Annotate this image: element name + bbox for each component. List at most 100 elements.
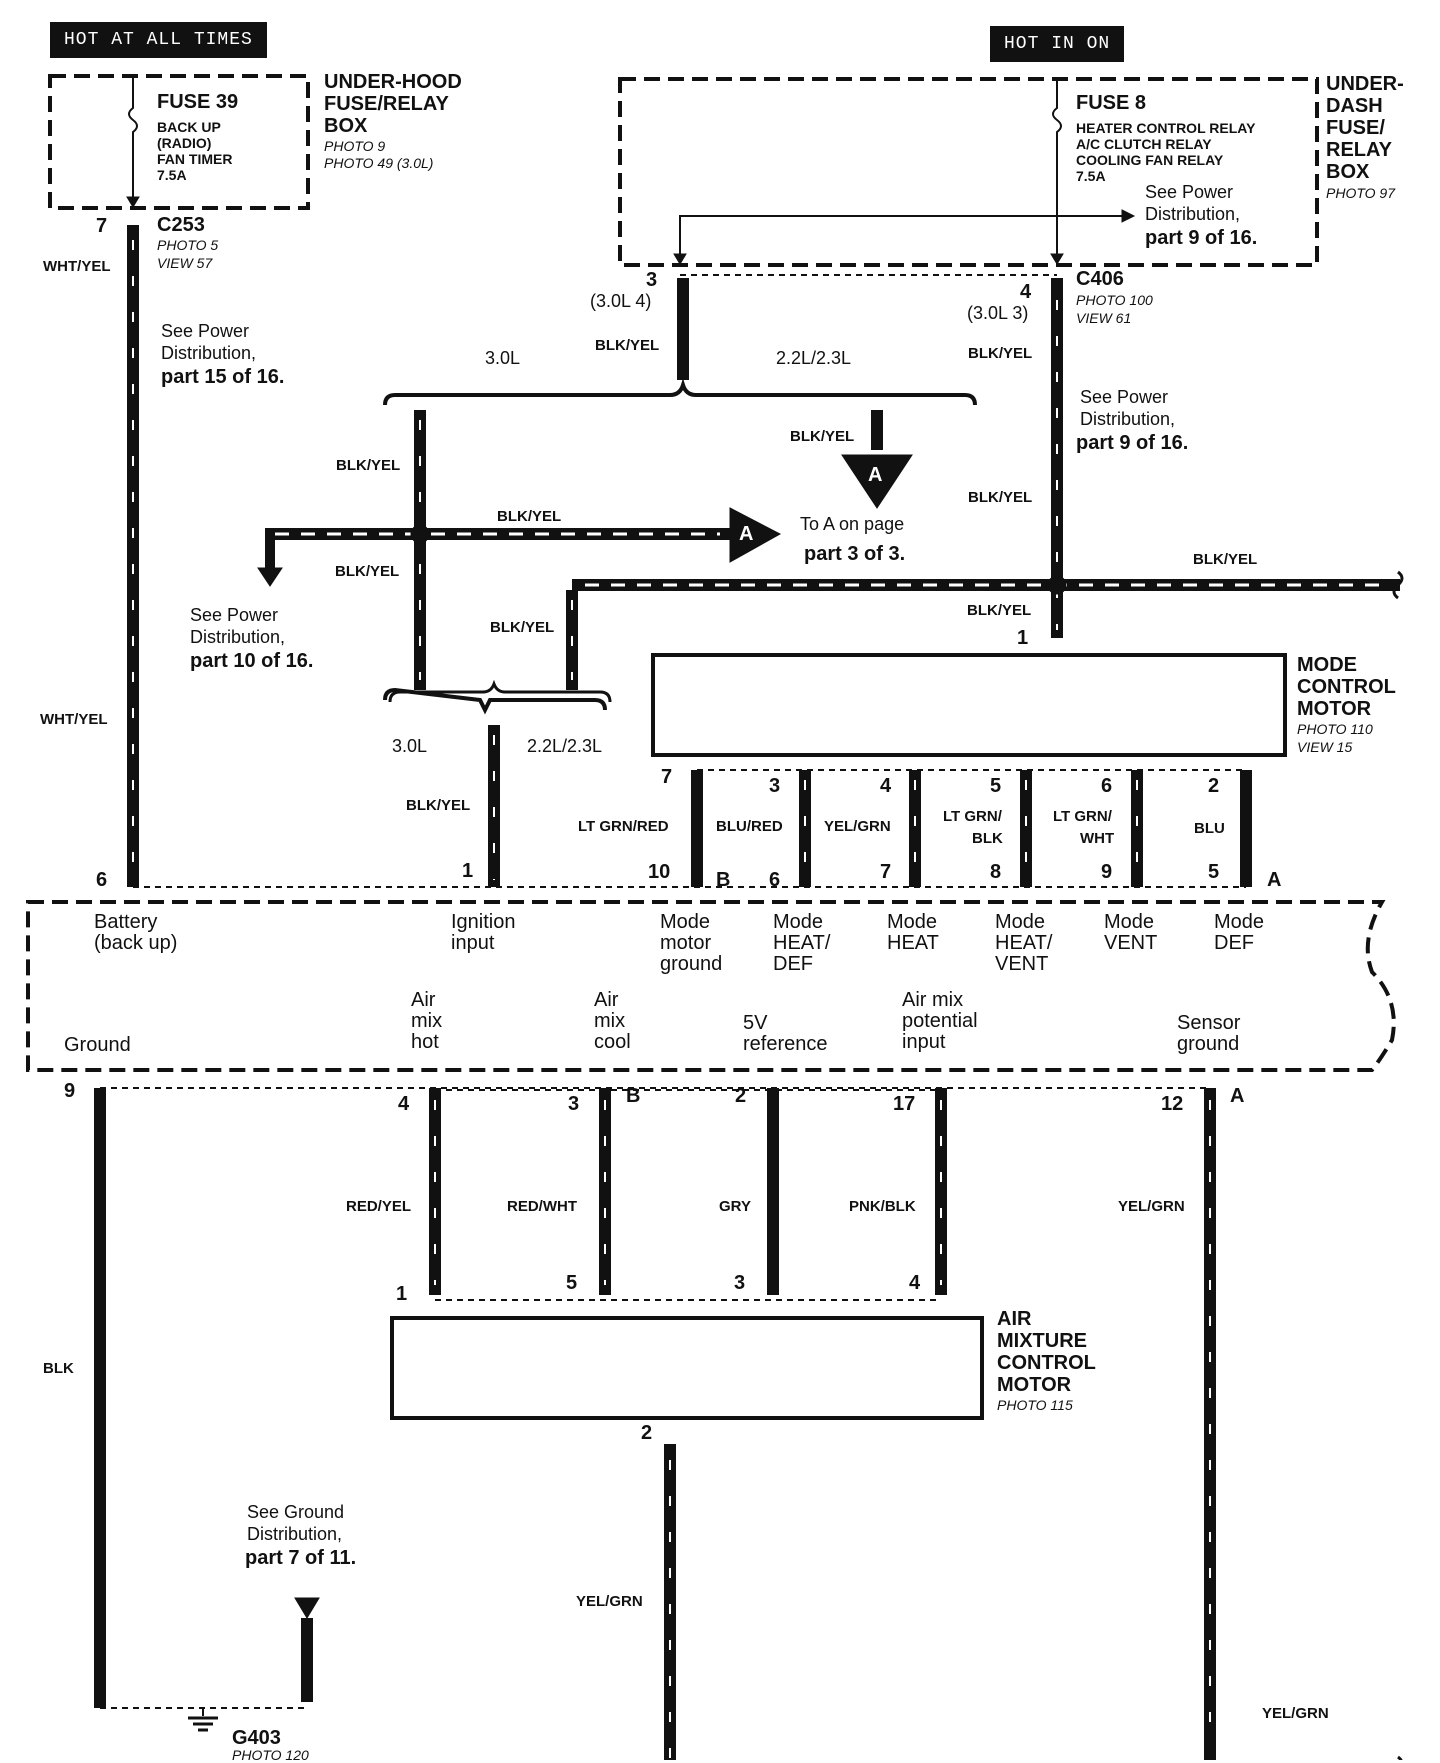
wire-label-pnk-blk: PNK/BLK xyxy=(849,1198,916,1215)
under-dash-line-2: DASH xyxy=(1326,95,1383,117)
air-pin-2: 2 xyxy=(641,1422,653,1444)
under-dash-line-4: RELAY xyxy=(1326,139,1392,161)
unit-pin-12: 12 xyxy=(1161,1093,1184,1115)
wire-label-blk-yel-9: BLK/YEL xyxy=(490,619,555,636)
air-motor-line-2: MIXTURE xyxy=(997,1330,1087,1352)
mode-motor-line-3: MOTOR xyxy=(1297,698,1372,720)
pd10-l3: part 10 of 16. xyxy=(190,650,314,672)
unit-pin-2-5v: 2 xyxy=(735,1085,747,1107)
pd10-l2: Distribution, xyxy=(190,627,286,647)
unit-pin-9-ground: 9 xyxy=(64,1080,76,1102)
air-mixture-motor-box xyxy=(390,1316,984,1420)
wire-label-blk-yel-5: BLK/YEL xyxy=(968,489,1033,506)
air-motor-photo: PHOTO 115 xyxy=(997,1397,1073,1413)
pd9-top-l2: Distribution, xyxy=(1145,204,1241,224)
under-hood-line-1: UNDER-HOOD xyxy=(324,71,462,93)
mode-motor-photo: PHOTO 110 xyxy=(1297,721,1373,737)
wire-label-yel-grn-mode: YEL/GRN xyxy=(824,818,891,835)
unit-conn-a-top: A xyxy=(1267,869,1282,891)
unit-pin-9: 9 xyxy=(1101,861,1113,883)
c253-pin: 7 xyxy=(96,215,108,237)
under-hood-photo-1: PHOTO 9 xyxy=(324,138,386,154)
pd10-l1: See Power xyxy=(190,605,279,625)
wire-label-blu: BLU xyxy=(1194,820,1225,837)
connector-a-label-2: A xyxy=(739,523,754,545)
left-conn-pin: 3 xyxy=(646,269,658,291)
to-a-l1: To A on page xyxy=(800,514,905,534)
wire-label-blk-yel-3: BLK/YEL xyxy=(790,428,855,445)
wire-label-wht-yel-mid: WHT/YEL xyxy=(40,711,108,728)
hot-at-all-times-badge: HOT AT ALL TIMES xyxy=(50,22,267,58)
air-pin-4: 4 xyxy=(909,1272,921,1294)
under-dash-line-1: UNDER- xyxy=(1326,73,1404,95)
pd9-top-l1: See Power xyxy=(1145,182,1234,202)
under-dash-line-5: BOX xyxy=(1326,161,1370,183)
wire-label-lt-grn-wht-2: WHT xyxy=(1080,830,1115,847)
unit-pin-6: 6 xyxy=(769,869,781,891)
mode-motor-line-2: CONTROL xyxy=(1297,676,1396,698)
c406-photo: PHOTO 100 xyxy=(1076,292,1153,308)
mode-motor-line-1: MODE xyxy=(1297,654,1357,676)
wire-label-blk-yel-8: BLK/YEL xyxy=(335,563,400,580)
variant-22-bottom: 2.2L/2.3L xyxy=(527,736,603,756)
unit-label-battery: Battery(back up) xyxy=(94,911,178,954)
under-dash-fuse-box xyxy=(618,77,1319,267)
mode-pin-6: 6 xyxy=(1101,775,1113,797)
fuse39-line-4: 7.5A xyxy=(157,167,187,183)
mode-motor-pin-1: 1 xyxy=(1017,627,1029,649)
c253-name: C253 xyxy=(157,214,205,236)
mode-pin-2: 2 xyxy=(1208,775,1220,797)
to-a-l2: part 3 of 3. xyxy=(804,543,906,565)
fuse8-line-4: 7.5A xyxy=(1076,168,1106,184)
pd15-l3: part 15 of 16. xyxy=(161,366,285,388)
unit-pin-5: 5 xyxy=(1208,861,1220,883)
air-motor-line-1: AIR xyxy=(997,1308,1032,1330)
left-conn-alt: (3.0L 4) xyxy=(590,291,652,311)
unit-pin-10: 10 xyxy=(648,861,671,883)
unit-conn-b-top: B xyxy=(716,869,731,891)
wire-label-yel-grn-sensor: YEL/GRN xyxy=(1118,1198,1185,1215)
fuse39-title: FUSE 39 xyxy=(157,91,239,113)
c253-view: VIEW 57 xyxy=(157,255,213,271)
fuse8-line-2: A/C CLUTCH RELAY xyxy=(1076,136,1212,152)
mode-motor-view: VIEW 15 xyxy=(1297,739,1353,755)
g403-name: G403 xyxy=(232,1727,281,1749)
c253-photo: PHOTO 5 xyxy=(157,237,219,253)
wire-label-blk-yel-1: BLK/YEL xyxy=(595,337,660,354)
unit-conn-b-bottom: B xyxy=(626,1085,641,1107)
wire-label-blk-yel-10: BLK/YEL xyxy=(967,602,1032,619)
pd15-l2: Distribution, xyxy=(161,343,257,363)
variant-30-top: 3.0L xyxy=(485,348,521,368)
pd9-top-l3: part 9 of 16. xyxy=(1145,227,1258,249)
wire-label-yel-grn-bottom: YEL/GRN xyxy=(1262,1705,1329,1722)
wire-label-red-yel: RED/YEL xyxy=(346,1198,412,1215)
wire-label-gry: GRY xyxy=(719,1198,751,1215)
c406-pin: 4 xyxy=(1020,281,1032,303)
hot-in-on-badge: HOT IN ON xyxy=(990,26,1125,62)
mode-pin-5: 5 xyxy=(990,775,1002,797)
mode-pin-3: 3 xyxy=(769,775,781,797)
wire-label-wht-yel-top: WHT/YEL xyxy=(43,258,111,275)
mode-pin-4: 4 xyxy=(880,775,892,797)
under-dash-photo: PHOTO 97 xyxy=(1326,185,1395,201)
air-pin-3: 3 xyxy=(734,1272,746,1294)
wire-label-lt-grn-wht-1: LT GRN/ xyxy=(1053,808,1112,825)
fuse8-line-3: COOLING FAN RELAY xyxy=(1076,152,1224,168)
wire-label-blk: BLK xyxy=(43,1360,74,1377)
wire-label-blk-yel-6: BLK/YEL xyxy=(497,508,562,525)
fuse39-line-3: FAN TIMER xyxy=(157,151,233,167)
unit-pin-7: 7 xyxy=(880,861,892,883)
air-motor-line-3: CONTROL xyxy=(997,1352,1096,1374)
